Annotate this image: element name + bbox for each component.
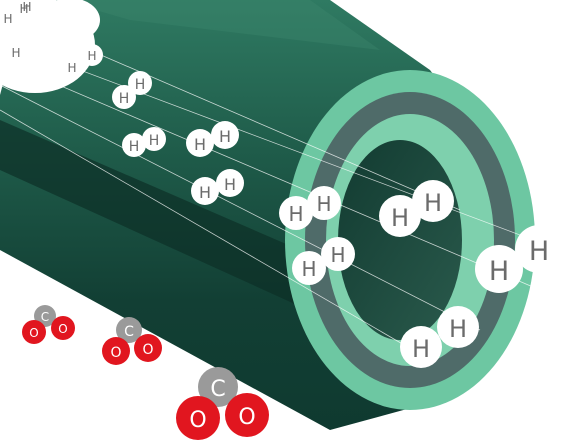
hydrogen-molecule: H H — [81, 44, 103, 66]
hydrogen-atom: H — [194, 135, 206, 154]
hydrogen-atom: H — [219, 127, 231, 146]
hydrogen-atom: H — [449, 315, 467, 343]
co2-molecules: C O O C O O C O O — [22, 305, 269, 440]
hydrogen-atom: H — [11, 46, 20, 60]
hydrogen-atom: H — [412, 335, 430, 363]
hydrogen-atom: H — [22, 0, 31, 14]
co2-molecule: C O O — [22, 305, 75, 344]
hydrogen-atom: H — [316, 192, 331, 216]
hydrogen-atom: H — [489, 256, 509, 287]
tube-highlight-stripe — [60, 0, 380, 50]
hydrogen-atom: H — [67, 61, 76, 75]
hydrogen-atom: H — [119, 91, 130, 107]
co2-molecule: C O O — [176, 367, 269, 440]
tube-shadow-stripe — [0, 120, 330, 320]
haze-cloud-2 — [40, 0, 100, 42]
oxygen-atom: O — [189, 408, 206, 433]
oxygen-atom: O — [58, 322, 67, 336]
hydrogen-molecule: H H — [400, 306, 479, 368]
hydrogen-molecule: H H — [279, 186, 341, 230]
hydrogen-molecule: H H — [122, 127, 166, 157]
hydrogen-atom: H — [288, 202, 303, 226]
hydrogen-faint-labels: H H — [22, 0, 31, 14]
hydrogen-molecule: H H — [0, 0, 34, 28]
hydrogen-atom: H — [330, 243, 345, 267]
hydrogen-atom: H — [224, 175, 236, 194]
hydrogen-molecules: H H H H H H H H H H — [0, 0, 563, 368]
oxygen-atom: O — [238, 405, 255, 430]
hydrogen-atom: H — [391, 204, 409, 232]
hydrogen-atom: H — [199, 183, 211, 202]
hydrogen-molecule: H H — [186, 121, 239, 157]
hydrogen-molecule: H H — [475, 225, 563, 293]
hydrogen-atom: H — [529, 236, 549, 267]
oxygen-atom: O — [142, 342, 153, 358]
hydrogen-atom: H — [129, 139, 140, 155]
tube-hole — [338, 140, 462, 340]
hydrogen-atom: H — [149, 133, 160, 149]
hydrogen-molecule: H H — [292, 237, 355, 285]
carbon-atom: C — [124, 324, 134, 340]
hydrogen-atom: H — [301, 257, 316, 281]
carbon-atom: C — [41, 310, 49, 324]
hydrogen-atom: H — [19, 2, 28, 16]
co2-molecule: C O O — [102, 317, 162, 365]
carbon-atom: C — [210, 377, 225, 402]
hydrogen-atom: H — [87, 49, 96, 63]
hydrogen-molecule: H H — [112, 71, 152, 109]
hydrogen-atom: H — [135, 77, 146, 93]
oxygen-atom: O — [29, 326, 38, 340]
hydrogen-molecule: H H — [191, 169, 244, 205]
hydrogen-molecule: H H — [6, 42, 83, 78]
hydrogen-atom: H — [3, 12, 12, 26]
hydrogen-molecule: H H — [379, 180, 454, 237]
hydrogen-atom: H — [424, 189, 442, 217]
oxygen-atom: O — [110, 345, 121, 361]
